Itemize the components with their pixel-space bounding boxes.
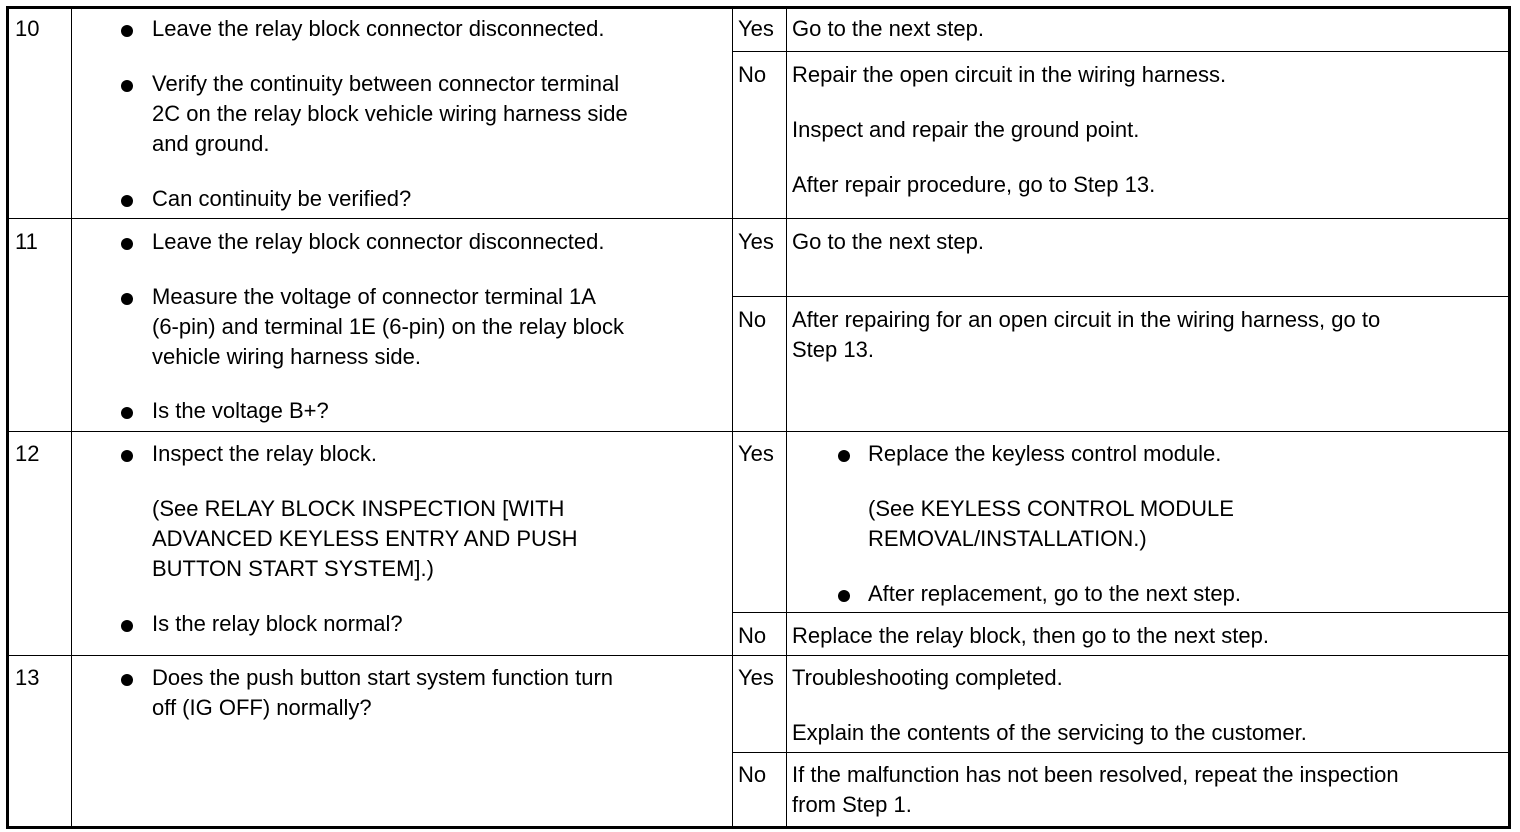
inspection-item: Measure the voltage of connector termina…	[152, 284, 596, 309]
no-action: After repairing for an open circuit in t…	[792, 307, 1381, 332]
inspection-item-continued: and ground.	[152, 131, 270, 156]
no-action: Replace the relay block, then go to the …	[792, 623, 1269, 648]
bullet-icon	[121, 450, 133, 462]
reference-note: (See RELAY BLOCK INSPECTION [WITH	[152, 496, 565, 521]
inspection-item-continued: vehicle wiring harness side.	[152, 344, 422, 369]
no-action-continued: from Step 1.	[792, 792, 912, 817]
step-number: 11	[15, 229, 38, 254]
bullet-icon	[838, 450, 850, 462]
column-divider-step	[71, 9, 72, 826]
inspection-item: Inspect the relay block.	[152, 441, 378, 466]
yes-no-separator	[732, 296, 1508, 297]
inspection-question: Is the relay block normal?	[152, 611, 403, 636]
inspection-item-continued: 2C on the relay block vehicle wiring har…	[152, 101, 628, 126]
reference-note-continued: REMOVAL/INSTALLATION.)	[868, 526, 1147, 551]
no-label: No	[738, 62, 767, 87]
inspection-question: Can continuity be verified?	[152, 186, 412, 211]
inspection-question-continued: off (IG OFF) normally?	[152, 695, 372, 720]
yes-label: Yes	[738, 441, 774, 466]
row-separator	[9, 431, 1508, 432]
column-divider-result	[786, 9, 787, 826]
inspection-item-continued: (6-pin) and terminal 1E (6-pin) on the r…	[152, 314, 625, 339]
row-separator	[9, 655, 1508, 656]
yes-action: After replacement, go to the next step.	[868, 581, 1241, 606]
yes-action: Explain the contents of the servicing to…	[792, 720, 1307, 745]
bullet-icon	[121, 674, 133, 686]
inspection-item: Verify the continuity between connector …	[152, 71, 620, 96]
table-grid	[9, 9, 1508, 826]
inspection-question: Does the push button start system functi…	[152, 665, 614, 690]
bullet-icon	[121, 195, 133, 207]
yes-no-separator	[732, 51, 1508, 52]
yes-label: Yes	[738, 665, 774, 690]
step-number: 12	[15, 441, 40, 466]
yes-action: Go to the next step.	[792, 16, 985, 41]
no-action: After repair procedure, go to Step 13.	[792, 172, 1156, 197]
bullet-icon	[121, 80, 133, 92]
diagnostic-procedure-table: 10 Leave the relay block connector disco…	[6, 6, 1511, 829]
inspection-item: Leave the relay block connector disconne…	[152, 229, 605, 254]
reference-note: (See KEYLESS CONTROL MODULE	[868, 496, 1234, 521]
reference-note-continued: BUTTON START SYSTEM].)	[152, 556, 434, 581]
bullet-icon	[121, 293, 133, 305]
yes-action: Replace the keyless control module.	[868, 441, 1222, 466]
yes-no-separator	[732, 612, 1508, 613]
bullet-icon	[121, 238, 133, 250]
no-label: No	[738, 623, 767, 648]
no-action: Inspect and repair the ground point.	[792, 117, 1140, 142]
bullet-icon	[121, 620, 133, 632]
bullet-icon	[838, 590, 850, 602]
yes-no-separator	[732, 752, 1508, 753]
yes-label: Yes	[738, 229, 774, 254]
reference-note-continued: ADVANCED KEYLESS ENTRY AND PUSH	[152, 526, 578, 551]
row-separator	[9, 218, 1508, 219]
no-label: No	[738, 307, 767, 332]
no-label: No	[738, 762, 767, 787]
bullet-icon	[121, 25, 133, 37]
yes-action: Go to the next step.	[792, 229, 985, 254]
bullet-icon	[121, 407, 133, 419]
column-divider-inspection	[732, 9, 733, 826]
step-number: 10	[15, 16, 40, 41]
inspection-item: Leave the relay block connector disconne…	[152, 16, 605, 41]
no-action: If the malfunction has not been resolved…	[792, 762, 1399, 787]
step-number: 13	[15, 665, 40, 690]
inspection-question: Is the voltage B+?	[152, 398, 329, 423]
yes-label: Yes	[738, 16, 774, 41]
yes-action: Troubleshooting completed.	[792, 665, 1063, 690]
no-action-continued: Step 13.	[792, 337, 874, 362]
no-action: Repair the open circuit in the wiring ha…	[792, 62, 1227, 87]
